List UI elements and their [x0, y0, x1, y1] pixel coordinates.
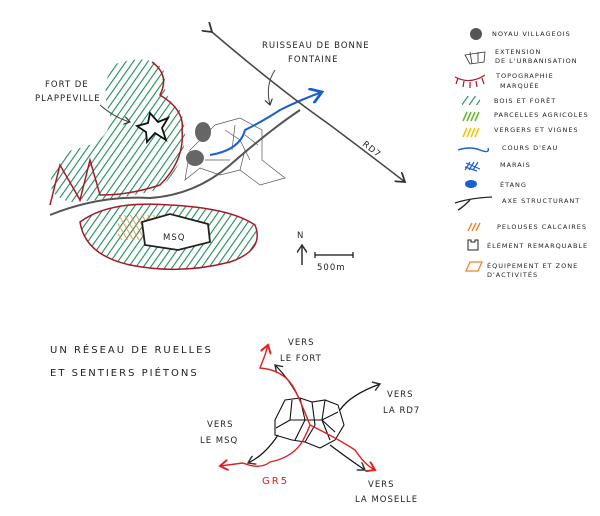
svg-text:VERGERS ET VIGNES: VERGERS ET VIGNES: [494, 126, 579, 134]
village-core-icon: [470, 28, 482, 40]
north-label: N: [297, 231, 304, 241]
fort-pointer-arrow: [99, 104, 130, 122]
forest-icon: [462, 96, 480, 105]
gr5-trail: [242, 345, 311, 467]
legend-item-agricultural: PARCELLES AGRICOLES: [462, 111, 589, 122]
lanes-grid: [274, 397, 345, 449]
legend-item-grassland: PELOUSES CALCAIRES: [467, 222, 587, 232]
svg-text:ÉLÉMENT REMARQUABLE: ÉLÉMENT REMARQUABLE: [487, 241, 588, 250]
legend-item-orchard: VERGERS ET VIGNES: [462, 126, 579, 138]
route-to-msq: [248, 434, 279, 463]
marsh-icon: [464, 161, 481, 172]
route-to-rd7: [339, 384, 380, 411]
topography-icon: [454, 74, 486, 88]
gr5-label: GR5: [262, 476, 289, 487]
village-core-1: [195, 122, 211, 142]
svg-text:AXE STRUCTURANT: AXE STRUCTURANT: [502, 197, 580, 205]
legend-item-forest: BOIS ET FORÊT: [462, 96, 556, 105]
svg-text:ÉQUIPEMENT ET ZONE: ÉQUIPEMENT ET ZONE: [487, 261, 578, 270]
village-core-2: [186, 150, 204, 166]
svg-text:PARCELLES AGRICOLES: PARCELLES AGRICOLES: [494, 111, 589, 119]
gr5-trail-west: [220, 463, 244, 466]
pond-icon: [465, 180, 477, 188]
legend-item-village-core: NOYAU VILLAGEOIS: [470, 28, 571, 40]
legend-item-landmark: ÉLÉMENT REMARQUABLE: [467, 239, 588, 251]
svg-text:TOPOGRAPHIE: TOPOGRAPHIE: [495, 72, 554, 80]
svg-text:EXTENSION: EXTENSION: [495, 48, 541, 56]
main-axis-icon: [454, 196, 493, 211]
rd7-road: [212, 32, 405, 182]
route-to-fort: [275, 365, 301, 401]
svg-text:PELOUSES CALCAIRES: PELOUSES CALCAIRES: [497, 223, 587, 231]
legend-item-main-axis: AXE STRUCTURANT: [454, 196, 580, 211]
stream-pointer-arrow: [268, 69, 276, 105]
forest-hill-north: [50, 59, 185, 202]
landmark-icon: [467, 239, 479, 251]
agricultural-icon: [462, 111, 480, 122]
svg-text:COURS D'EAU: COURS D'EAU: [502, 144, 558, 152]
route-to-moselle: [329, 444, 365, 470]
msq-zone: [141, 213, 211, 251]
legend-item-stream: COURS D'EAU: [457, 144, 558, 153]
urban-extension-icon: [464, 51, 486, 65]
svg-text:NOYAU VILLAGEOIS: NOYAU VILLAGEOIS: [492, 30, 571, 38]
svg-text:ÉTANG: ÉTANG: [500, 180, 527, 189]
legend-item-pond: ÉTANG: [465, 180, 527, 189]
gr5-trail-east: [309, 424, 375, 470]
facility-icon: [464, 261, 484, 272]
svg-text:D'ACTIVITÉS: D'ACTIVITÉS: [487, 270, 538, 279]
grassland-icon: [467, 222, 481, 232]
orchard-icon: [462, 127, 480, 138]
fort-star-landmark: [134, 111, 171, 145]
msq-label: MSQ: [163, 233, 185, 243]
legend-item-marsh: MARAIS: [464, 161, 531, 172]
svg-text:BOIS ET FORÊT: BOIS ET FORÊT: [494, 96, 556, 105]
scale-bar: [314, 252, 354, 258]
svg-text:MARQUÉE: MARQUÉE: [500, 81, 540, 90]
svg-text:MARAIS: MARAIS: [500, 161, 531, 169]
topography-ridge-north: [49, 61, 184, 206]
svg-text:DE L'URBANISATION: DE L'URBANISATION: [495, 57, 578, 65]
scale-label: 500m: [317, 263, 346, 273]
stream-icon: [457, 147, 490, 153]
